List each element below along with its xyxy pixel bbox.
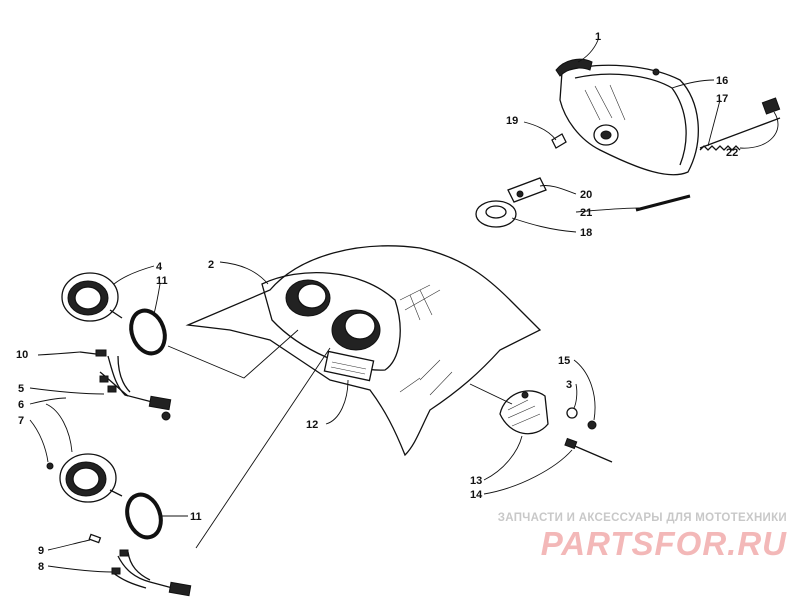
adjuster-nut [475, 200, 517, 228]
callout-15: 15 [558, 355, 570, 367]
callout-5: 5 [18, 383, 24, 395]
headlight-assembly [475, 58, 781, 228]
callout-labels: 1 16 17 19 22 20 21 18 2 4 11 10 5 6 7 1… [16, 31, 738, 573]
gauge-bulb [88, 533, 102, 544]
callout-16: 16 [716, 75, 728, 87]
adjuster-spring [699, 145, 741, 151]
dash-panel [185, 245, 542, 457]
callout-4: 4 [156, 261, 163, 273]
switch-cable [569, 443, 613, 463]
adjuster-knob [761, 97, 781, 115]
callout-9: 9 [38, 545, 44, 557]
upper-harness [79, 349, 172, 421]
callout-8: 8 [38, 561, 44, 573]
callout-7: 7 [18, 415, 24, 427]
lower-harness [88, 533, 192, 597]
callout-14: 14 [470, 489, 483, 501]
callout-13: 13 [470, 475, 482, 487]
callout-21: 21 [580, 207, 592, 219]
headlight-housing [559, 64, 699, 176]
callout-11-upper: 11 [156, 275, 168, 287]
bulb-connector [507, 177, 547, 203]
mounting-screw [635, 194, 691, 212]
callout-3: 3 [566, 379, 572, 391]
watermark-logo: PARTSFOR.RU [540, 525, 787, 562]
dash-shroud [185, 245, 542, 457]
watermark: ЗАПЧАСТИ И АКСЕССУАРЫ ДЛЯ МОТОТЕХНИКИ PA… [487, 512, 787, 564]
callout-1: 1 [595, 31, 601, 43]
gauge-bezel-ring-lower [125, 492, 163, 540]
callout-17: 17 [716, 93, 728, 105]
switch-knob [587, 420, 597, 430]
switch-group [499, 390, 613, 463]
gauge-bezel-ring-upper [129, 308, 167, 356]
headlight-bulb [551, 133, 567, 149]
callout-18: 18 [580, 227, 592, 239]
callout-12: 12 [306, 419, 318, 431]
retainer-clip [555, 58, 593, 77]
bulb-socket-wire [79, 351, 97, 355]
callout-20: 20 [580, 189, 592, 201]
callout-19: 19 [506, 115, 518, 127]
upper-gauge-group [61, 272, 167, 356]
lower-gauge-group [46, 453, 163, 540]
gauge-nut [46, 462, 54, 470]
switch-washer [566, 407, 578, 419]
wiring-harness-upper [107, 355, 161, 405]
callout-2: 2 [208, 259, 214, 271]
watermark-tagline: ЗАПЧАСТИ И АКСЕССУАРЫ ДЛЯ МОТОТЕХНИКИ [497, 512, 787, 524]
switch-bezel [499, 390, 549, 435]
callout-6: 6 [18, 399, 24, 411]
callout-10: 10 [16, 349, 28, 361]
callout-11-lower: 11 [190, 511, 202, 523]
leader-lines [29, 39, 779, 573]
callout-22: 22 [726, 147, 738, 159]
wiring-harness-lower [117, 555, 181, 591]
